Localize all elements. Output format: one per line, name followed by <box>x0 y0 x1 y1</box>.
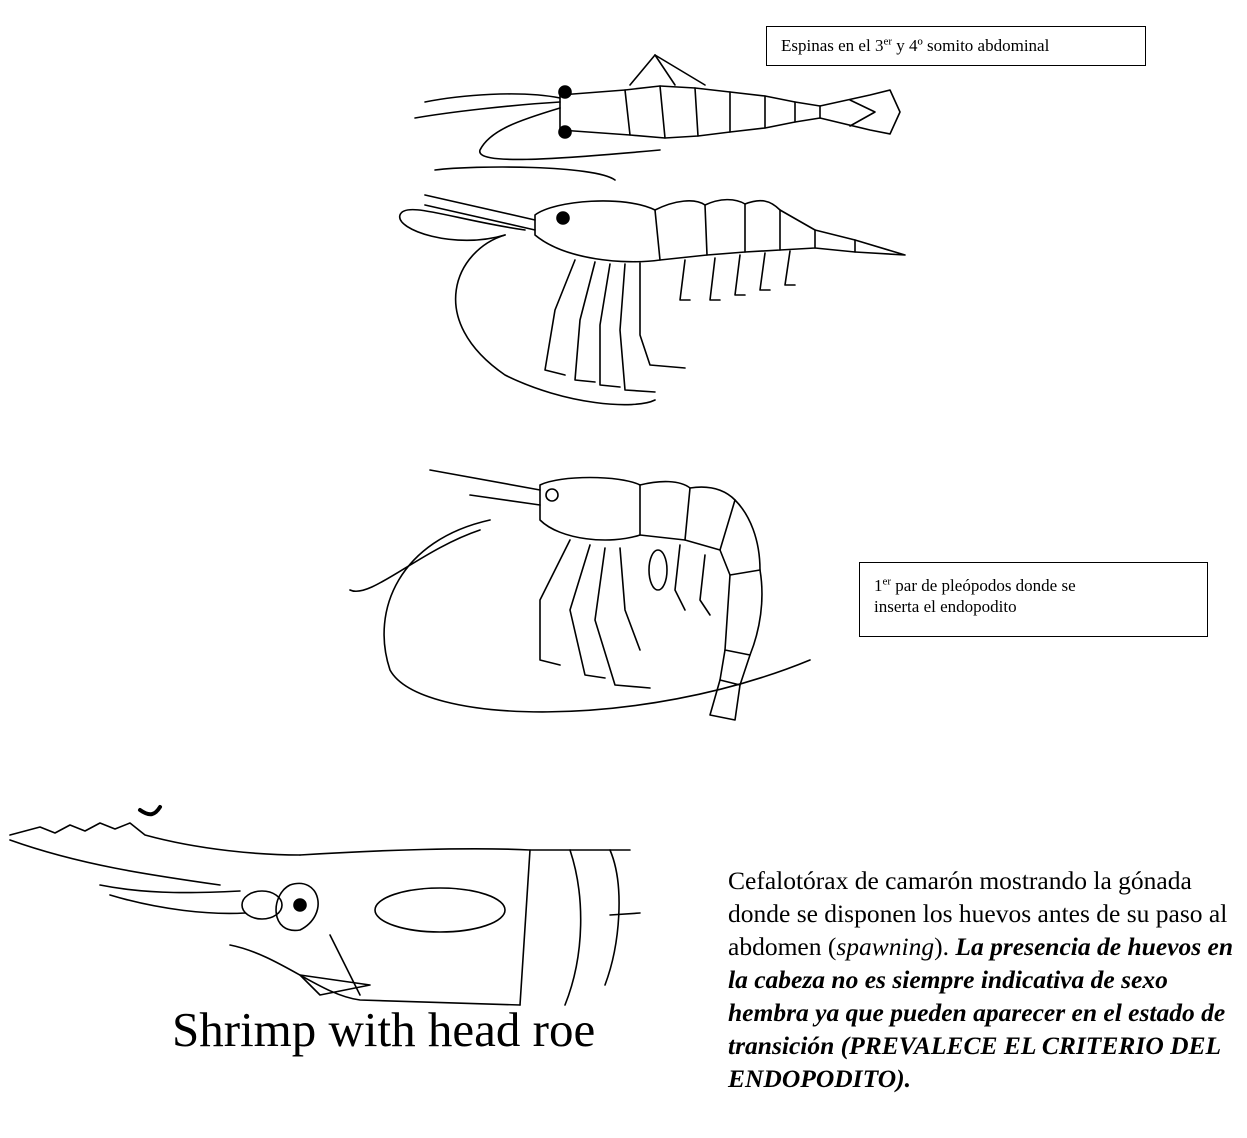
description-text-2: ). <box>934 932 955 961</box>
spines-callout-sup: er <box>883 35 892 47</box>
shrimp-curved-icon <box>340 460 840 740</box>
pleopods-callout: 1er par de pleópodos donde se inserta el… <box>859 562 1208 637</box>
pleopods-callout-line2: inserta el endopodito <box>874 597 1017 616</box>
shrimp-head-roe-icon <box>0 795 700 1010</box>
description-paragraph: Cefalotórax de camarón mostrando la góna… <box>728 864 1243 1095</box>
figure-caption: Shrimp with head roe <box>172 1001 595 1058</box>
pleopods-callout-sup: er <box>883 575 892 587</box>
pleopods-callout-pre: 1 <box>874 576 883 595</box>
description-italic-term: spawning <box>836 932 934 961</box>
shrimp-lateral-icon <box>395 160 945 415</box>
pleopods-callout-line1: par de pleópodos donde se <box>891 576 1076 595</box>
